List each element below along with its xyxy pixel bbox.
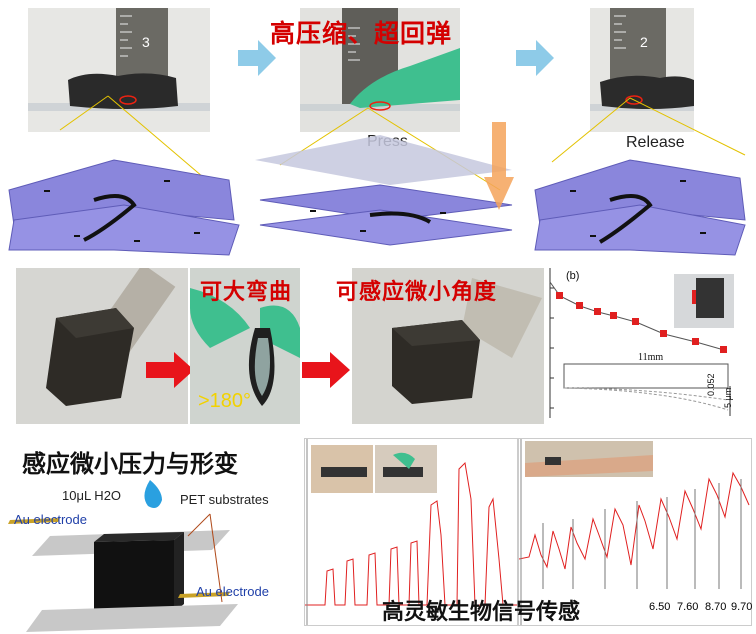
layered-structure-right <box>534 159 746 256</box>
photo-released: 2 <box>590 8 694 132</box>
angle-sense-title: 可感应微小角度 <box>336 280 498 305</box>
top-title: 高压缩、超回弹 <box>270 19 453 48</box>
arrow-right-red-icon <box>302 352 350 388</box>
pulse-signal-svg <box>305 439 517 625</box>
arrow-right-red-icon <box>146 352 194 388</box>
bend-title: 可大弯曲 <box>200 280 293 305</box>
angle-label: >180° <box>198 390 252 412</box>
layered-structure-press <box>255 135 513 246</box>
pet-substrate-label: PET substrates <box>180 492 269 507</box>
arrow-down-icon <box>484 122 514 210</box>
photo-bending: >180° <box>190 268 300 424</box>
block-scene <box>46 268 176 406</box>
arrow-right-icon <box>238 40 276 76</box>
electrode-top-label: Au electrode <box>14 512 87 527</box>
arrow-right-icon <box>516 40 554 76</box>
bending-scene <box>190 288 300 406</box>
layered-structure-left <box>8 159 240 256</box>
axis-number: 8.70 <box>705 601 727 613</box>
ruler-photo-scene <box>28 8 210 111</box>
ruler-number: 2 <box>640 34 648 50</box>
angle-plot: (b) 11mm 0.052 5 μm <box>546 268 746 424</box>
photo-arm-device <box>525 441 653 477</box>
ruler-number: 3 <box>142 34 150 50</box>
pulse-signal-chart <box>304 438 518 626</box>
photo-pressed <box>300 8 460 132</box>
bottom-title: 感应微小压力与形变 <box>22 450 238 478</box>
angle-plot-svg <box>549 268 734 418</box>
photo-block-recovered <box>352 268 544 424</box>
water-label: 10μL H2O <box>62 488 122 503</box>
photo-wrist-press <box>375 445 437 493</box>
axis-number: 7.60 <box>677 601 699 613</box>
device-schematic <box>8 480 238 632</box>
electrode-bottom-label: Au electrode <box>196 584 269 599</box>
bio-signal-title: 高灵敏生物信号传感 <box>382 600 581 625</box>
photo-block-on-spatula <box>16 268 188 424</box>
press-photo-scene <box>300 8 460 111</box>
wrist-signal-chart: 6.50 7.60 8.70 9.70 <box>518 438 752 626</box>
axis-number: 9.70 <box>731 601 753 613</box>
photo-uncompressed: 3 <box>28 8 210 132</box>
release-photo-scene <box>590 8 694 111</box>
release-label: Release <box>626 134 685 151</box>
plot-dimension-label: 11mm <box>638 352 664 363</box>
plot-panel-tag: (b) <box>566 270 580 282</box>
plot-thickness-label: 0.052 <box>706 373 716 396</box>
plot-micron-label: 5 μm <box>723 387 733 408</box>
wrist-signal-svg <box>519 439 750 625</box>
axis-number: 6.50 <box>649 601 671 613</box>
recovered-block-scene <box>392 278 542 404</box>
photo-wrist-device <box>311 445 373 493</box>
